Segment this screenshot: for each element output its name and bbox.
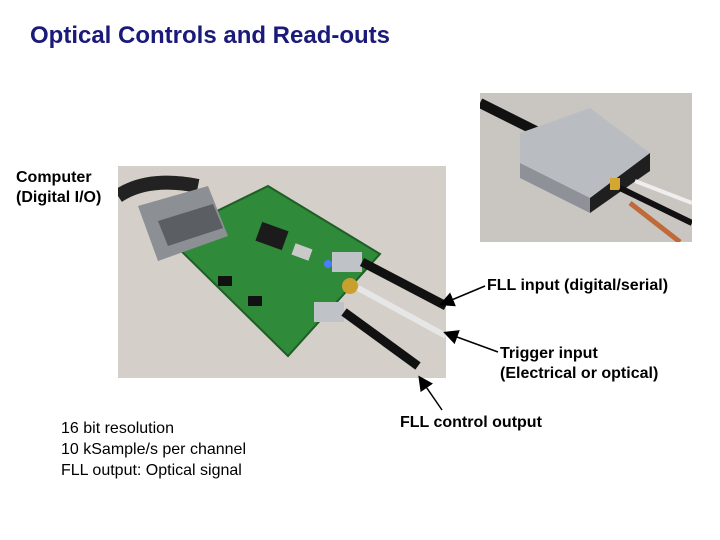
trigger-input-label: Trigger input (Electrical or optical) bbox=[500, 344, 658, 384]
spec-sample-rate: 10 kSample/s per channel bbox=[61, 441, 246, 458]
circuit-board-photo bbox=[118, 166, 446, 378]
fll-control-label: FLL control output bbox=[400, 414, 542, 431]
computer-label-line1: Computer bbox=[16, 169, 92, 186]
spec-fll-output: FLL output: Optical signal bbox=[61, 462, 242, 479]
device-box-illustration bbox=[480, 93, 692, 242]
trigger-input-arrow bbox=[443, 330, 499, 353]
circuit-board-illustration bbox=[118, 166, 446, 378]
trigger-label-line2: (Electrical or optical) bbox=[500, 365, 659, 382]
spec-resolution: 16 bit resolution bbox=[61, 420, 174, 437]
computer-label: Computer (Digital I/O) bbox=[16, 168, 101, 208]
fll-input-label: FLL input (digital/serial) bbox=[487, 277, 669, 294]
computer-label-line2: (Digital I/O) bbox=[16, 189, 102, 206]
slide-title: Optical Controls and Read-outs bbox=[30, 22, 391, 49]
device-box-photo bbox=[480, 93, 692, 242]
fll-input-arrow bbox=[439, 285, 486, 307]
trigger-label-line1: Trigger input bbox=[500, 345, 598, 362]
fll-control-arrow bbox=[418, 375, 443, 411]
specs-list: 16 bit resolution 10 kSample/s per chann… bbox=[61, 418, 246, 481]
